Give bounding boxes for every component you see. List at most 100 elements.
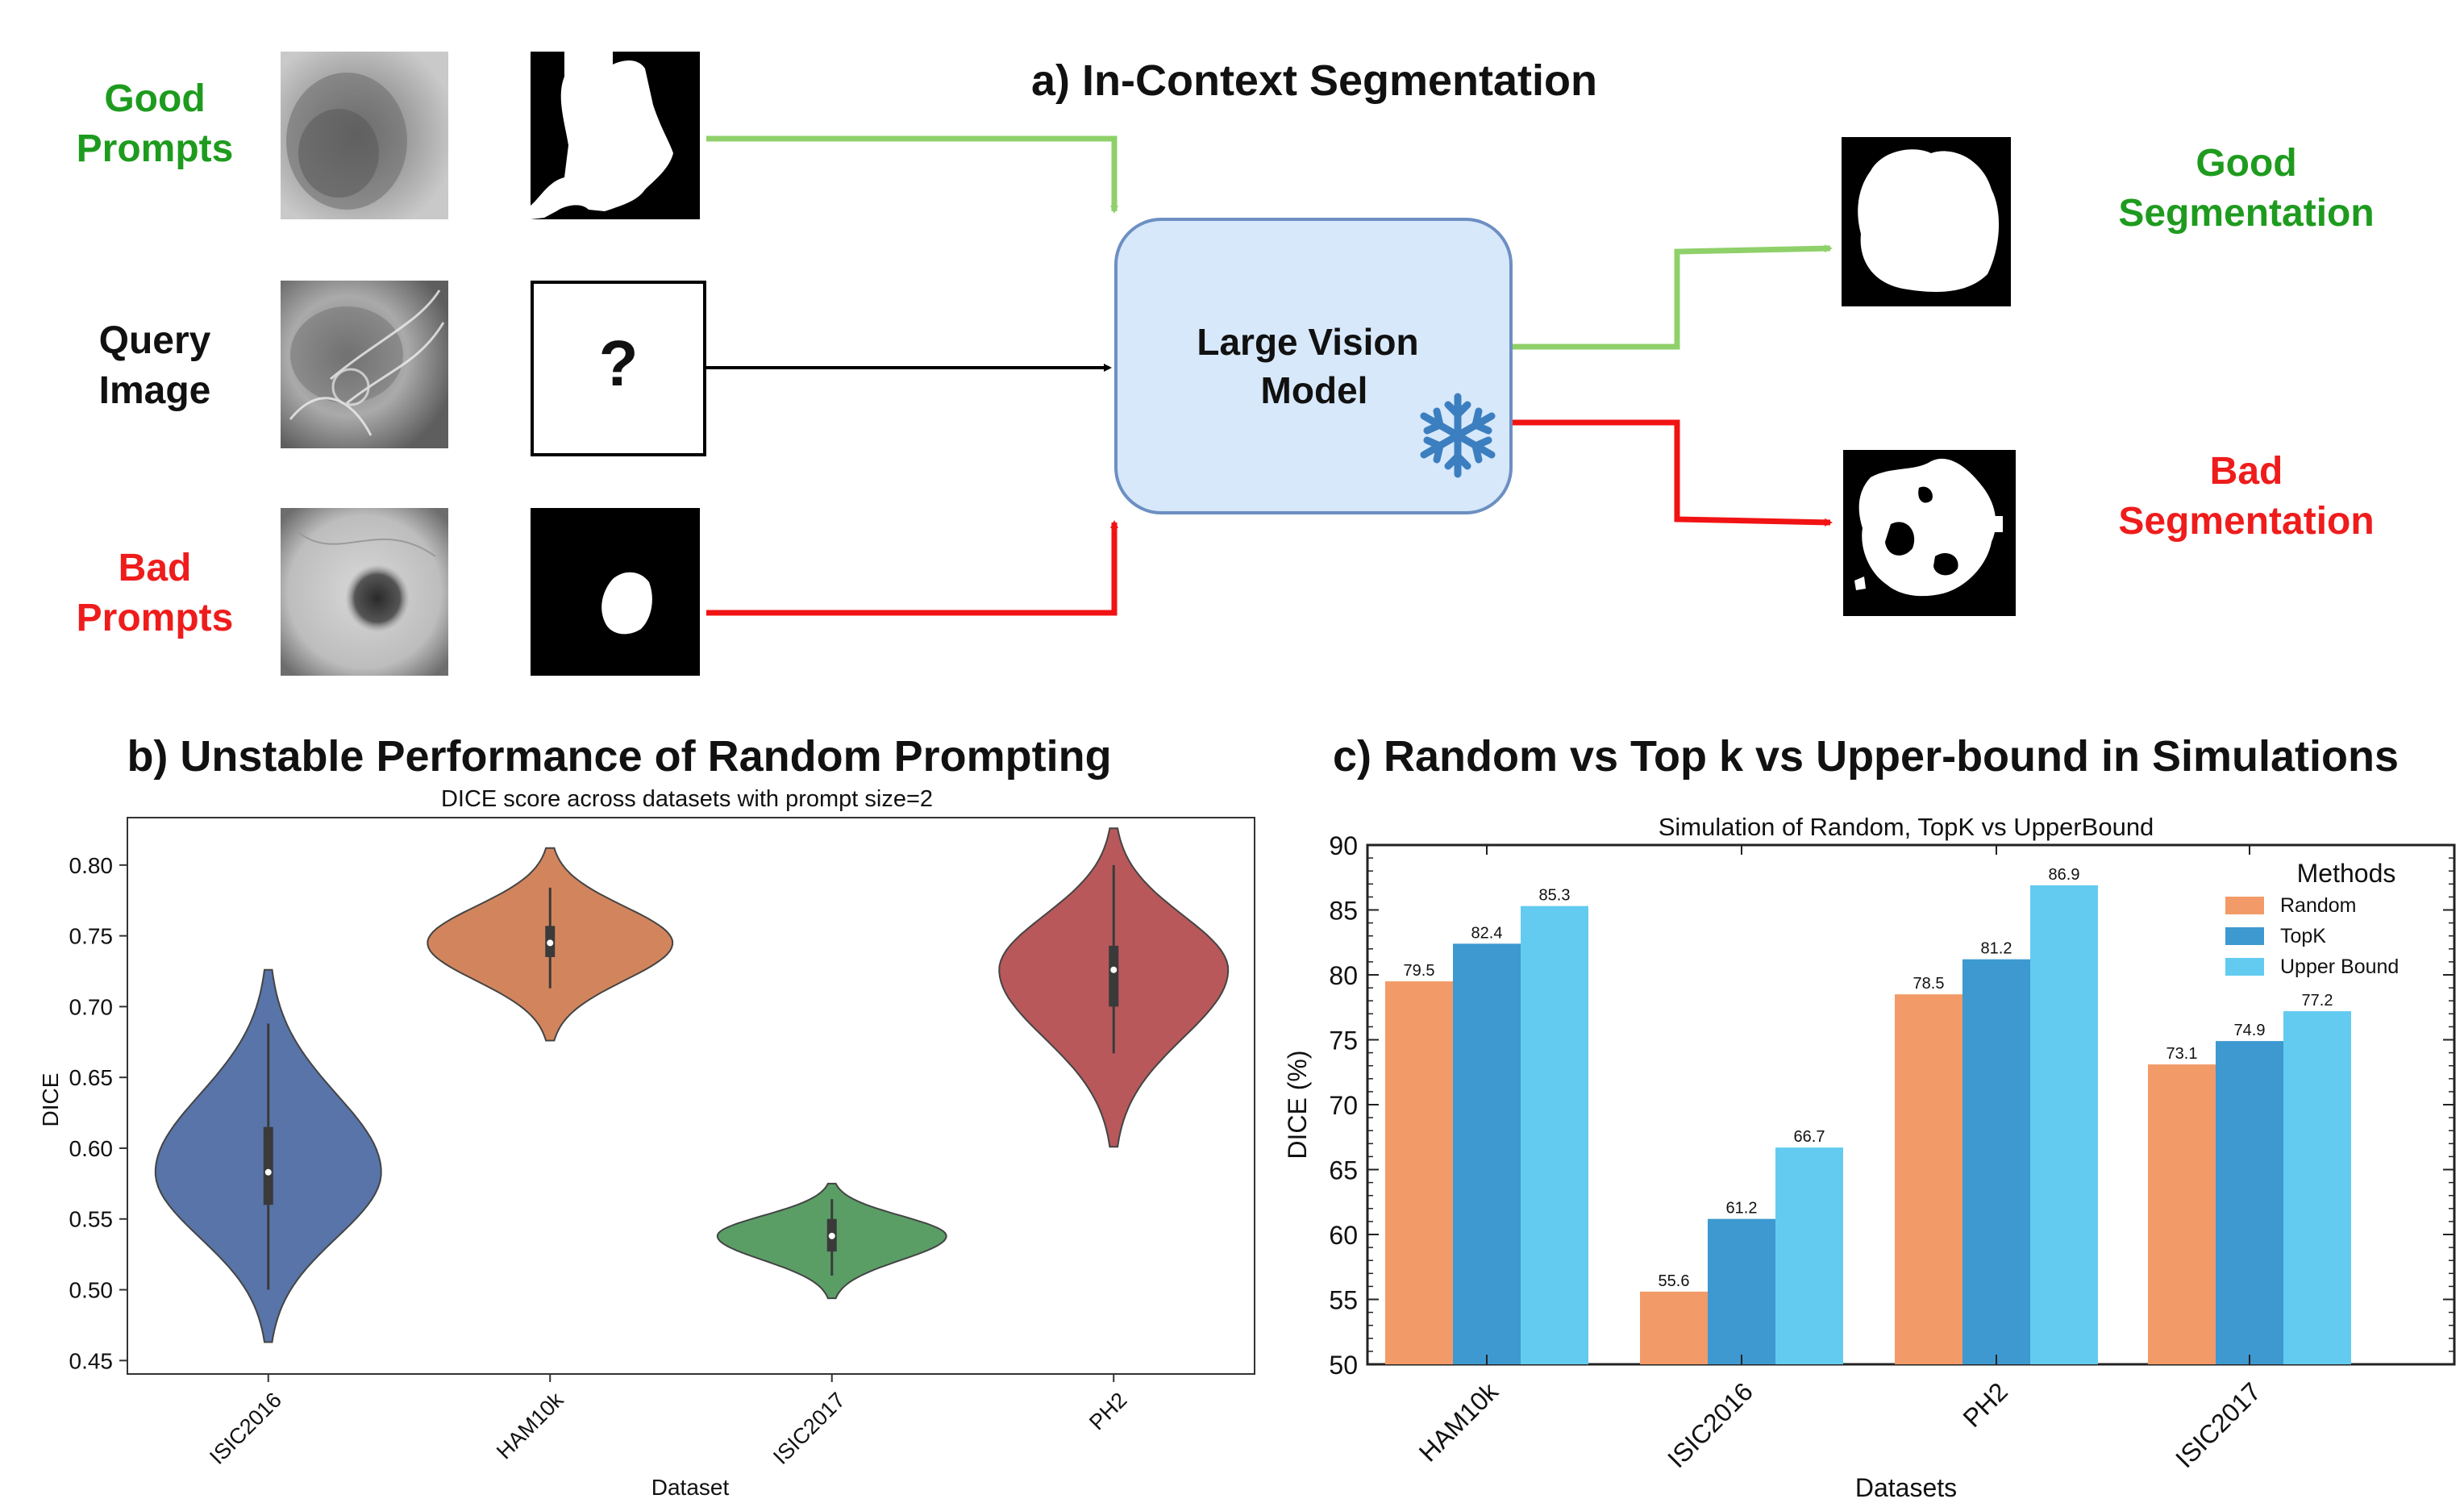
violin-x-axis-label: Dataset <box>651 1475 730 1500</box>
legend-title: Methods <box>2297 859 2396 888</box>
violin-x-tick-label: ISIC2016 <box>205 1388 286 1469</box>
bar-y-tick-label: 60 <box>1329 1221 1358 1250</box>
violin-x-tick-label: ISIC2017 <box>768 1388 850 1469</box>
violin-y-tick-label: 0.60 <box>69 1136 114 1161</box>
bad-prompt-arrow <box>706 520 1118 616</box>
violin-median <box>264 1168 272 1176</box>
panel-b: b) Unstable Performance of Random Prompt… <box>38 732 1255 1500</box>
bar-value-label: 77.2 <box>2302 992 2333 1010</box>
bar-upper-bound <box>1775 1147 1843 1364</box>
bar-x-tick-label: ISIC2017 <box>2170 1376 2266 1473</box>
bar-value-label: 61.2 <box>1726 1200 1758 1218</box>
violin-y-tick-label: 0.50 <box>69 1278 114 1303</box>
bar-upper-bound <box>1521 906 1588 1364</box>
legend-label: Upper Bound <box>2280 956 2399 978</box>
panel-c-title: c) Random vs Top k vs Upper-bound in Sim… <box>1333 732 2399 781</box>
bar-y-tick-label: 65 <box>1329 1156 1358 1185</box>
bar-value-label: 81.2 <box>1981 940 2012 958</box>
bad-prompt-image <box>281 508 448 676</box>
bar-random <box>1385 981 1453 1364</box>
bad-segmentation-mask <box>1843 450 2016 616</box>
violin-y-tick-label: 0.45 <box>69 1348 114 1373</box>
bar-random <box>1640 1291 1708 1364</box>
bar-value-label: 66.7 <box>1794 1128 1825 1146</box>
violin-y-tick-label: 0.70 <box>69 994 114 1019</box>
bar-value-label: 73.1 <box>2166 1045 2198 1063</box>
bad-prompt-mask <box>531 508 700 676</box>
bar-topk <box>1453 943 1521 1364</box>
bad-segmentation-label-1: Bad <box>2210 450 2283 493</box>
bar-value-label: 78.5 <box>1913 975 1945 993</box>
legend-swatch <box>2225 927 2264 945</box>
bar-y-tick-label: 85 <box>1329 897 1358 926</box>
query-image-label-2: Image <box>99 369 211 412</box>
panel-a-title: a) In-Context Segmentation <box>1031 56 1597 105</box>
legend-swatch <box>2225 897 2264 914</box>
bar-y-tick-label: 80 <box>1329 961 1358 990</box>
violin-y-tick-label: 0.80 <box>69 853 114 878</box>
legend-swatch <box>2225 958 2264 976</box>
bar-topk <box>1708 1218 1775 1364</box>
panel-a: a) In-Context Segmentation Good Prompts … <box>77 52 2375 676</box>
query-image-label-1: Query <box>99 319 211 362</box>
bar-y-tick-label: 75 <box>1329 1026 1358 1055</box>
bar-value-label: 86.9 <box>2049 866 2080 884</box>
bar-random <box>2148 1064 2216 1364</box>
violin-y-tick-label: 0.65 <box>69 1065 114 1090</box>
good-output-arrow <box>1513 244 1833 350</box>
bar-topk <box>2216 1041 2283 1364</box>
bar-y-tick-label: 70 <box>1329 1091 1358 1120</box>
violin-iqr-box <box>1109 945 1119 1007</box>
query-mark: ? <box>599 327 639 399</box>
violin-chart-title: DICE score across datasets with prompt s… <box>441 786 933 812</box>
bar-upper-bound <box>2030 885 2098 1364</box>
bar-x-axis-label: Datasets <box>1855 1473 1957 1502</box>
good-prompt-arrow <box>706 135 1118 214</box>
bar-x-tick-label: PH2 <box>1957 1376 2012 1432</box>
violin-x-tick-label: HAM10k <box>492 1388 568 1464</box>
bar-value-label: 55.6 <box>1659 1272 1690 1290</box>
bad-prompts-label-1: Bad <box>119 547 192 589</box>
panel-c: c) Random vs Top k vs Upper-bound in Sim… <box>1283 732 2456 1502</box>
legend-label: Random <box>2280 894 2357 917</box>
violin-y-tick-label: 0.75 <box>69 924 114 949</box>
bad-segmentation-label-2: Segmentation <box>2118 500 2374 543</box>
violin-plot-frame <box>127 817 1255 1375</box>
bad-output-arrow <box>1513 419 1833 527</box>
violin-plot-area: 0.45 0.50 0.55 0.60 0.65 0.70 0.75 0.80ISIC2016… <box>69 827 1230 1469</box>
legend-label: TopK <box>2280 925 2326 947</box>
violin-y-tick-label: 0.55 <box>69 1207 114 1232</box>
bar-value-label: 85.3 <box>1539 887 1571 905</box>
large-vision-model-box: Large Vision Model <box>1114 218 1513 514</box>
bar-y-tick-label: 55 <box>1329 1286 1358 1315</box>
good-prompts-label-2: Prompts <box>77 127 234 170</box>
good-prompt-mask <box>531 52 700 219</box>
query-mask-placeholder: ? <box>531 281 706 456</box>
model-label-1: Large Vision <box>1197 321 1418 363</box>
bar-topk <box>1962 959 2030 1364</box>
model-label-2: Model <box>1261 369 1368 411</box>
good-prompts-label-1: Good <box>104 77 205 120</box>
good-prompt-image <box>281 52 448 219</box>
bar-y-tick-label: 90 <box>1329 831 1358 860</box>
bar-y-axis-label: DICE (%) <box>1283 1050 1312 1159</box>
bar-value-label: 82.4 <box>1471 924 1503 942</box>
good-segmentation-label-2: Segmentation <box>2118 192 2374 235</box>
violin-x-tick-label: PH2 <box>1084 1388 1131 1434</box>
bar-upper-bound <box>2283 1011 2351 1364</box>
bar-value-label: 74.9 <box>2234 1022 2266 1039</box>
bar-random <box>1895 994 1962 1364</box>
good-segmentation-mask <box>1842 137 2011 306</box>
violin-median <box>1110 966 1118 973</box>
bar-chart-title: Simulation of Random, TopK vs UpperBound <box>1659 813 2154 841</box>
violin-median <box>828 1232 835 1239</box>
bar-x-tick-label: ISIC2016 <box>1662 1376 1759 1473</box>
bar-value-label: 79.5 <box>1404 962 1435 980</box>
query-image <box>281 281 448 448</box>
bar-x-tick-label: HAM10k <box>1413 1376 1505 1468</box>
violin-iqr-box <box>263 1126 273 1205</box>
bar-y-tick-label: 50 <box>1329 1351 1358 1380</box>
